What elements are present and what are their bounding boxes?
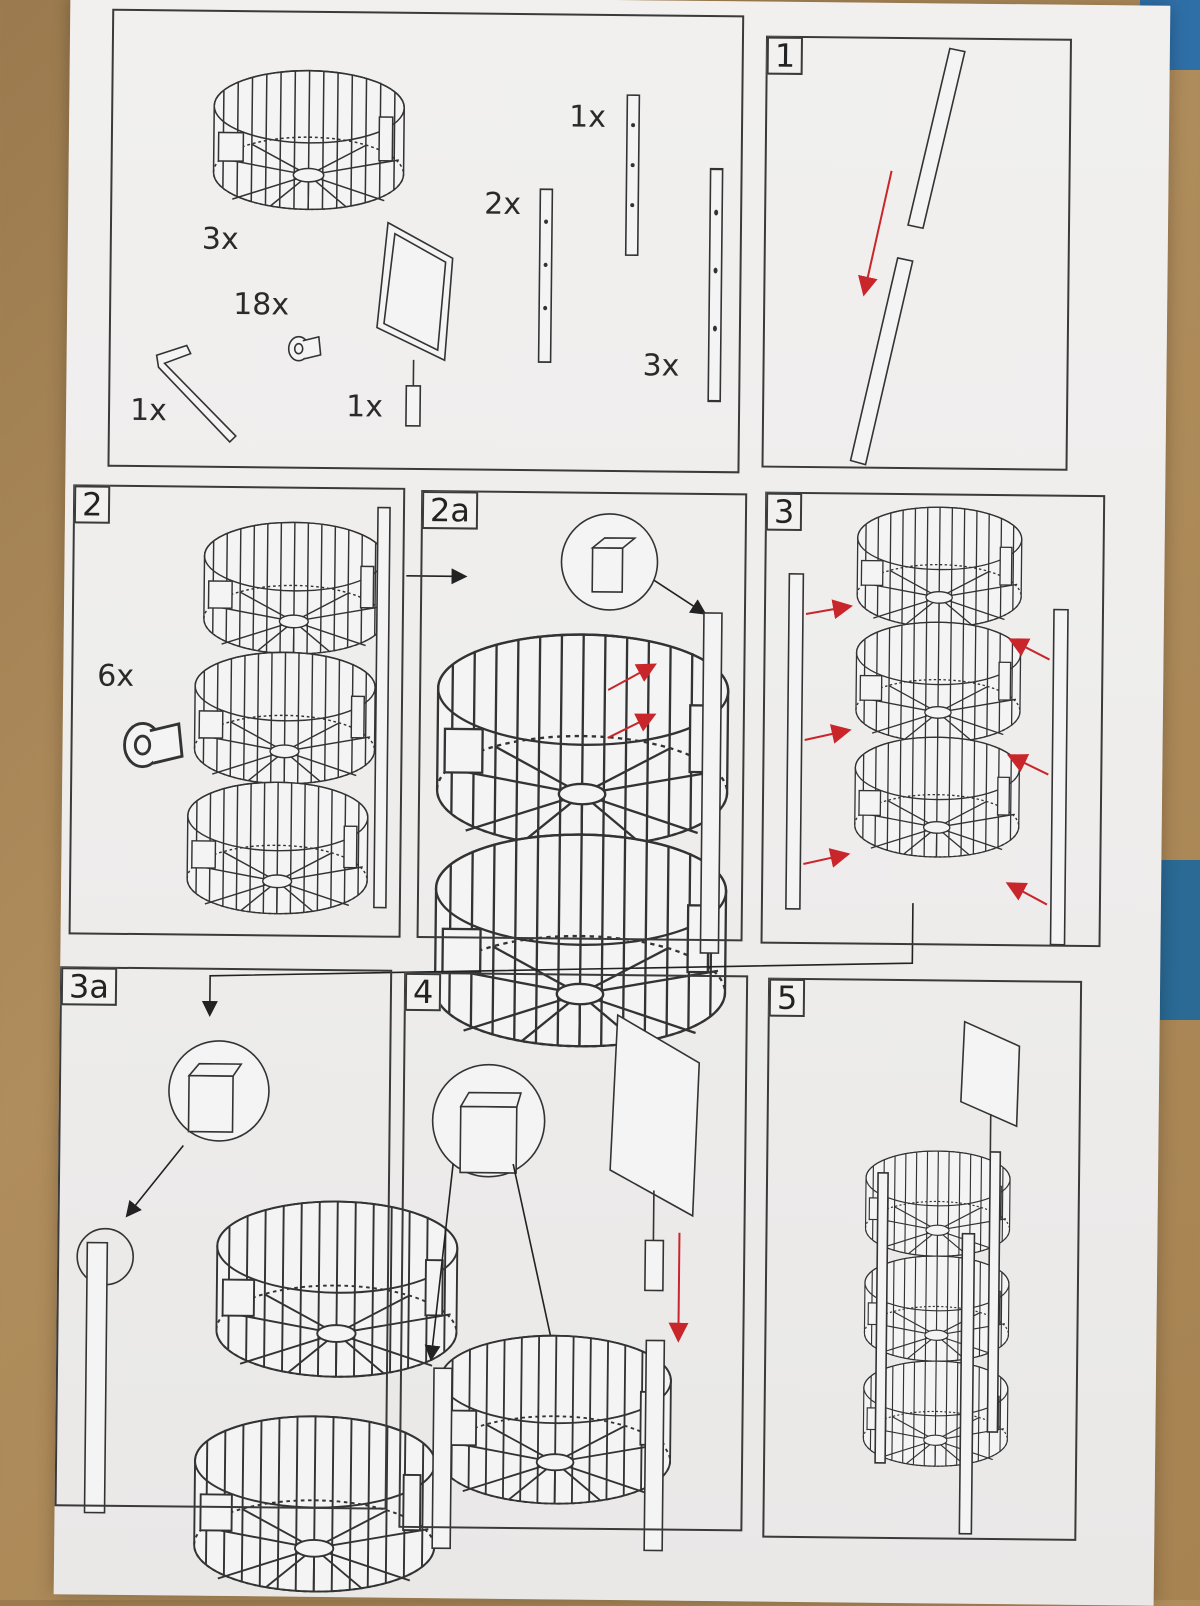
step3-panel: 3 bbox=[761, 492, 1106, 948]
pole-short-quantity: 1x bbox=[569, 100, 606, 135]
step3a-label: 3a bbox=[61, 967, 117, 1006]
sign-quantity: 1x bbox=[346, 389, 383, 424]
basket-quantity: 3x bbox=[202, 222, 239, 257]
step2-panel: 2 6x bbox=[69, 484, 406, 937]
step2a-panel: 2a bbox=[417, 490, 748, 941]
step4-label: 4 bbox=[405, 973, 442, 1011]
step3a-panel: 3a bbox=[55, 966, 393, 1509]
pole-long-quantity: 3x bbox=[642, 348, 679, 383]
pole-medium-quantity: 2x bbox=[484, 187, 521, 222]
step2-label: 2 bbox=[74, 485, 111, 523]
step5-label: 5 bbox=[769, 979, 806, 1017]
step2-screw-quantity: 6x bbox=[97, 659, 134, 694]
parts-panel: 3x 18x 1x 1x 1x 2x 3x bbox=[107, 9, 744, 474]
step5-panel: 5 bbox=[762, 978, 1082, 1541]
step1-panel: 1 bbox=[761, 36, 1072, 471]
blue-object-edge bbox=[1160, 860, 1200, 1020]
step2a-label: 2a bbox=[422, 491, 478, 530]
step3-label: 3 bbox=[766, 493, 803, 531]
allen-key-quantity: 1x bbox=[130, 393, 167, 428]
instruction-sheet: 3x 18x 1x 1x 1x 2x 3x 1 2 6x 2a 3 3a 4 5 bbox=[54, 0, 1171, 1606]
step1-label: 1 bbox=[767, 37, 804, 75]
step4-panel: 4 bbox=[398, 972, 748, 1532]
screw-quantity: 18x bbox=[233, 287, 289, 323]
